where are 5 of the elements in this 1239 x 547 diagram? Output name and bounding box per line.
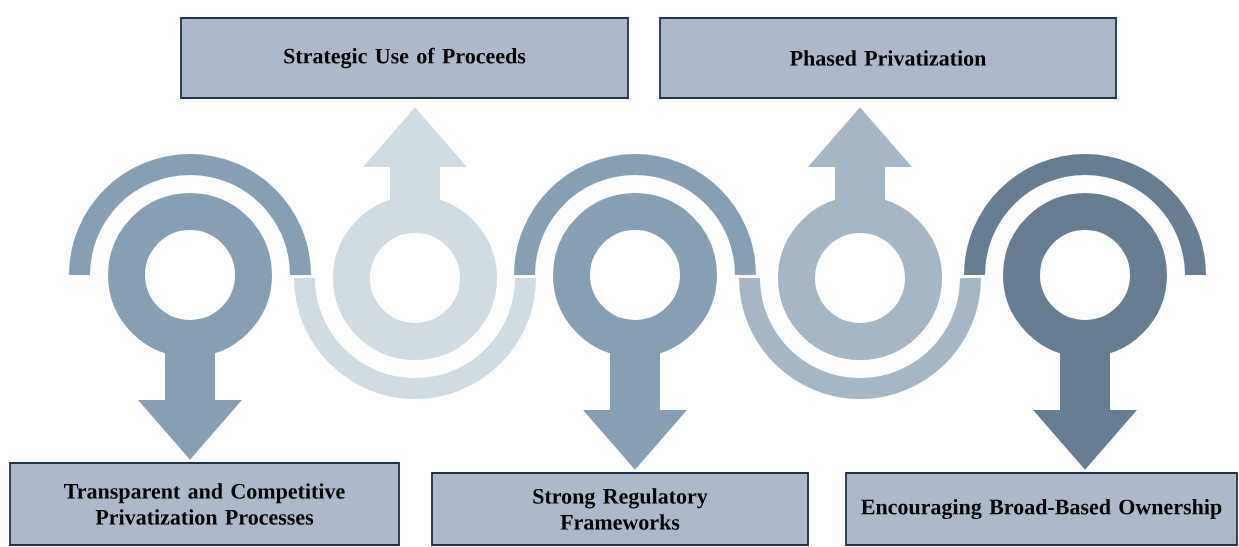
text-box: Phased Privatization [659, 17, 1117, 99]
text-box: Strategic Use of Proceeds [180, 17, 629, 99]
text-box: Transparent and Competitive Privatization Processes [9, 462, 400, 546]
text-box: Strong Regulatory Frameworks [431, 472, 809, 546]
text-box: Encouraging Broad-Based Ownership [845, 472, 1238, 546]
